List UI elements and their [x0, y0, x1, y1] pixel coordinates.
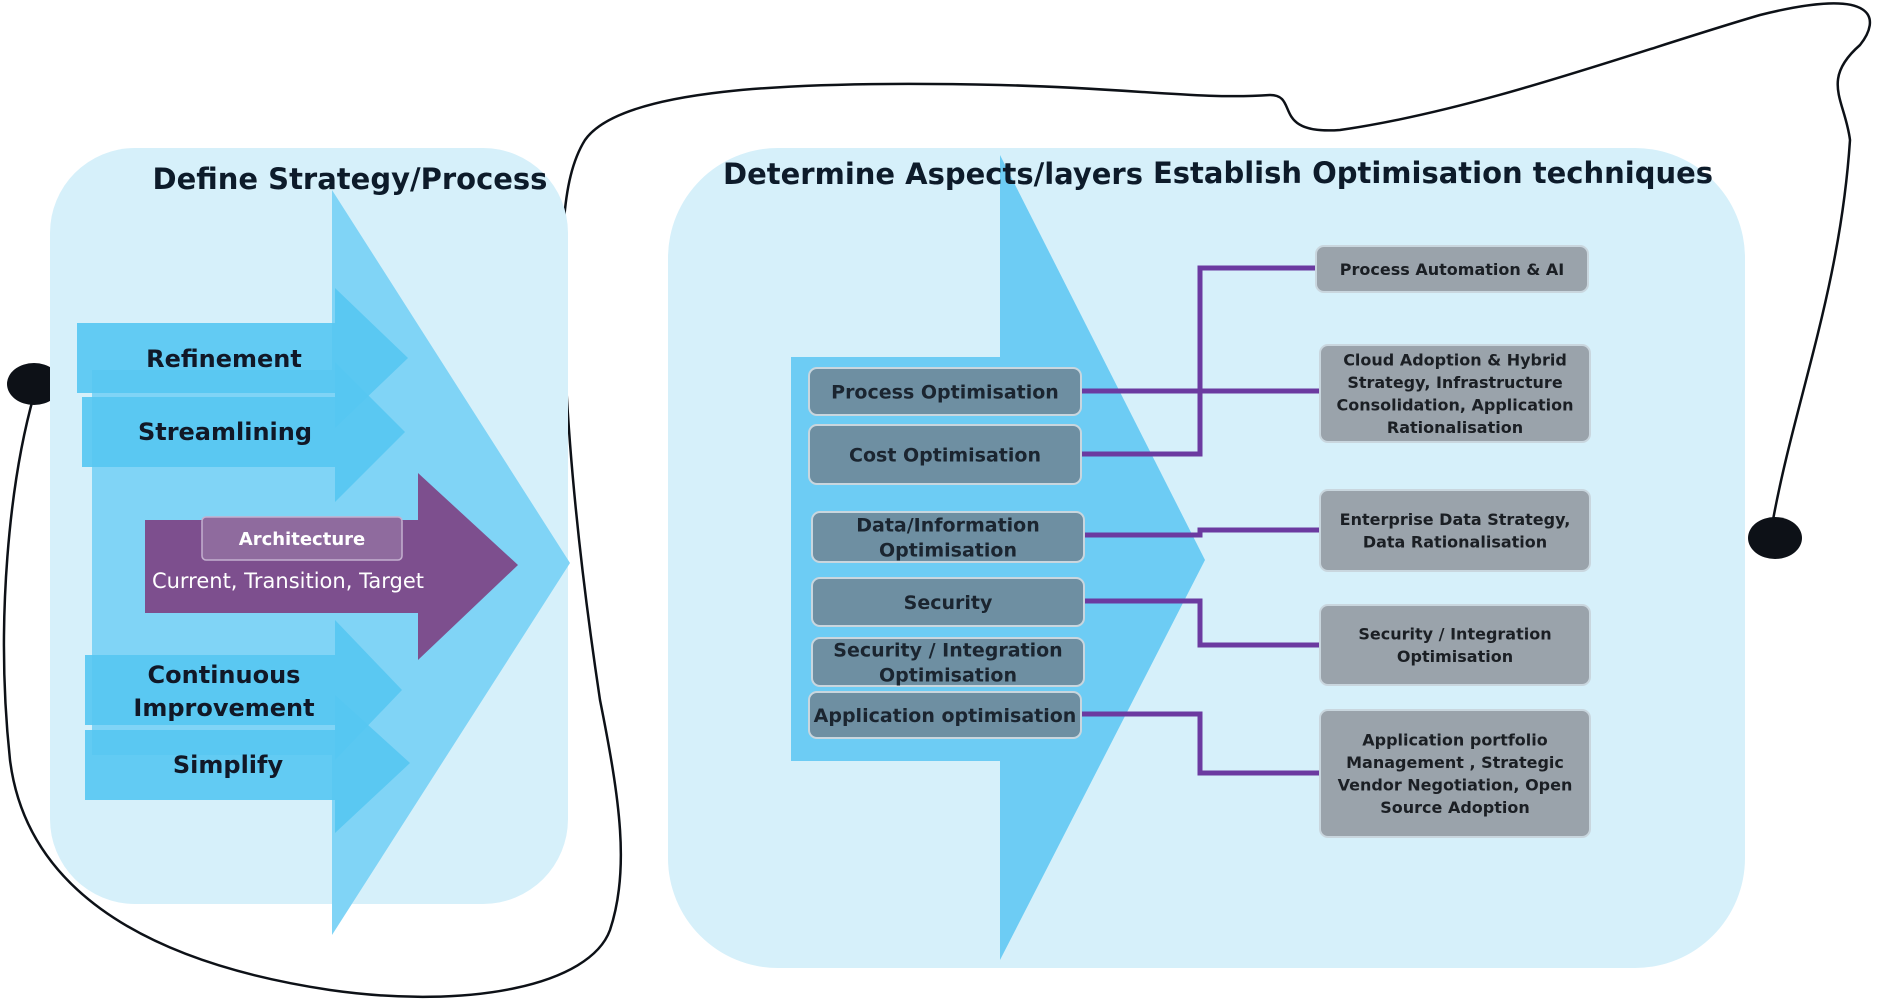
technique-label: Enterprise Data Strategy, [1340, 510, 1571, 529]
aspect-box [811, 511, 1085, 563]
aspect-4: Security [811, 577, 1085, 627]
aspect-box [811, 637, 1085, 687]
aspect-1: Process Optimisation [808, 367, 1082, 416]
aspect-box [808, 691, 1082, 739]
technique-box [1319, 344, 1591, 443]
connector-line-5 [1081, 711, 1320, 776]
aspect-6: Application optimisation [808, 691, 1082, 739]
aspect-label: Security / Integration [833, 639, 1062, 661]
aspect-label: Optimisation [879, 664, 1017, 686]
arrow-continuous-improvement [85, 620, 402, 760]
aspect-label: Data/Information [856, 514, 1040, 536]
technique-list: Process Automation & AI Cloud Adoption & … [1315, 245, 1591, 838]
technique-label: Application portfolio [1362, 731, 1548, 750]
aspect-label: Cost Optimisation [849, 444, 1041, 466]
aspect-box [811, 577, 1085, 627]
aspect-box [808, 424, 1082, 485]
arrow-simplify [85, 695, 410, 833]
item-simplify: Simplify [173, 751, 284, 779]
aspects-title: Determine Aspects/layers [723, 157, 1143, 191]
technique-label: Strategy, Infrastructure [1347, 373, 1563, 392]
left-panel-title: Define Strategy/Process [153, 162, 548, 196]
architecture-arrow [145, 473, 518, 660]
technique-box [1319, 709, 1591, 838]
connector-lines [1081, 265, 1320, 776]
technique-label: Cloud Adoption & Hybrid [1343, 351, 1567, 370]
connector-line-2 [1081, 265, 1316, 457]
arrow-refinement [77, 288, 408, 428]
connector-line-3 [1084, 527, 1320, 538]
aspect-label: Application optimisation [814, 705, 1077, 727]
technique-box [1315, 245, 1589, 293]
architecture-label: Architecture [239, 529, 365, 550]
technique-label: Data Rationalisation [1363, 533, 1547, 552]
technique-box [1319, 604, 1591, 686]
aspect-box [808, 367, 1082, 416]
technique-label: Source Adoption [1380, 798, 1530, 817]
architecture-label-box [201, 516, 403, 561]
item-refinement: Refinement [146, 345, 302, 373]
aspect-label: Security [904, 592, 993, 614]
right-big-arrow [1000, 155, 1205, 960]
aspect-label: Process Optimisation [831, 381, 1059, 403]
arrow-streamlining [82, 362, 405, 502]
right-loop-node [1748, 517, 1802, 559]
aspect-2: Cost Optimisation [808, 424, 1082, 485]
left-loop-node [7, 363, 61, 405]
connector-line-4 [1084, 598, 1320, 648]
technique-1: Process Automation & AI [1315, 245, 1589, 293]
techniques-title: Establish Optimisation techniques [1153, 156, 1713, 190]
technique-label: Rationalisation [1387, 418, 1523, 437]
item-improvement: Improvement [133, 694, 314, 722]
technique-label: Optimisation [1397, 647, 1513, 666]
architecture-subtitle: Current, Transition, Target [152, 569, 424, 593]
item-continuous: Continuous [148, 661, 301, 689]
technique-label: Process Automation & AI [1340, 260, 1564, 279]
technique-3: Enterprise Data Strategy, Data Rationalis… [1319, 489, 1591, 572]
item-streamlining: Streamlining [138, 418, 312, 446]
aspect-label: Optimisation [879, 539, 1017, 561]
technique-label: Consolidation, Application [1336, 396, 1573, 415]
technique-label: Management , Strategic [1346, 753, 1564, 772]
technique-box [1319, 489, 1591, 572]
technique-label: Security / Integration [1358, 625, 1551, 644]
technique-label: Vendor Negotiation, Open [1338, 776, 1573, 795]
